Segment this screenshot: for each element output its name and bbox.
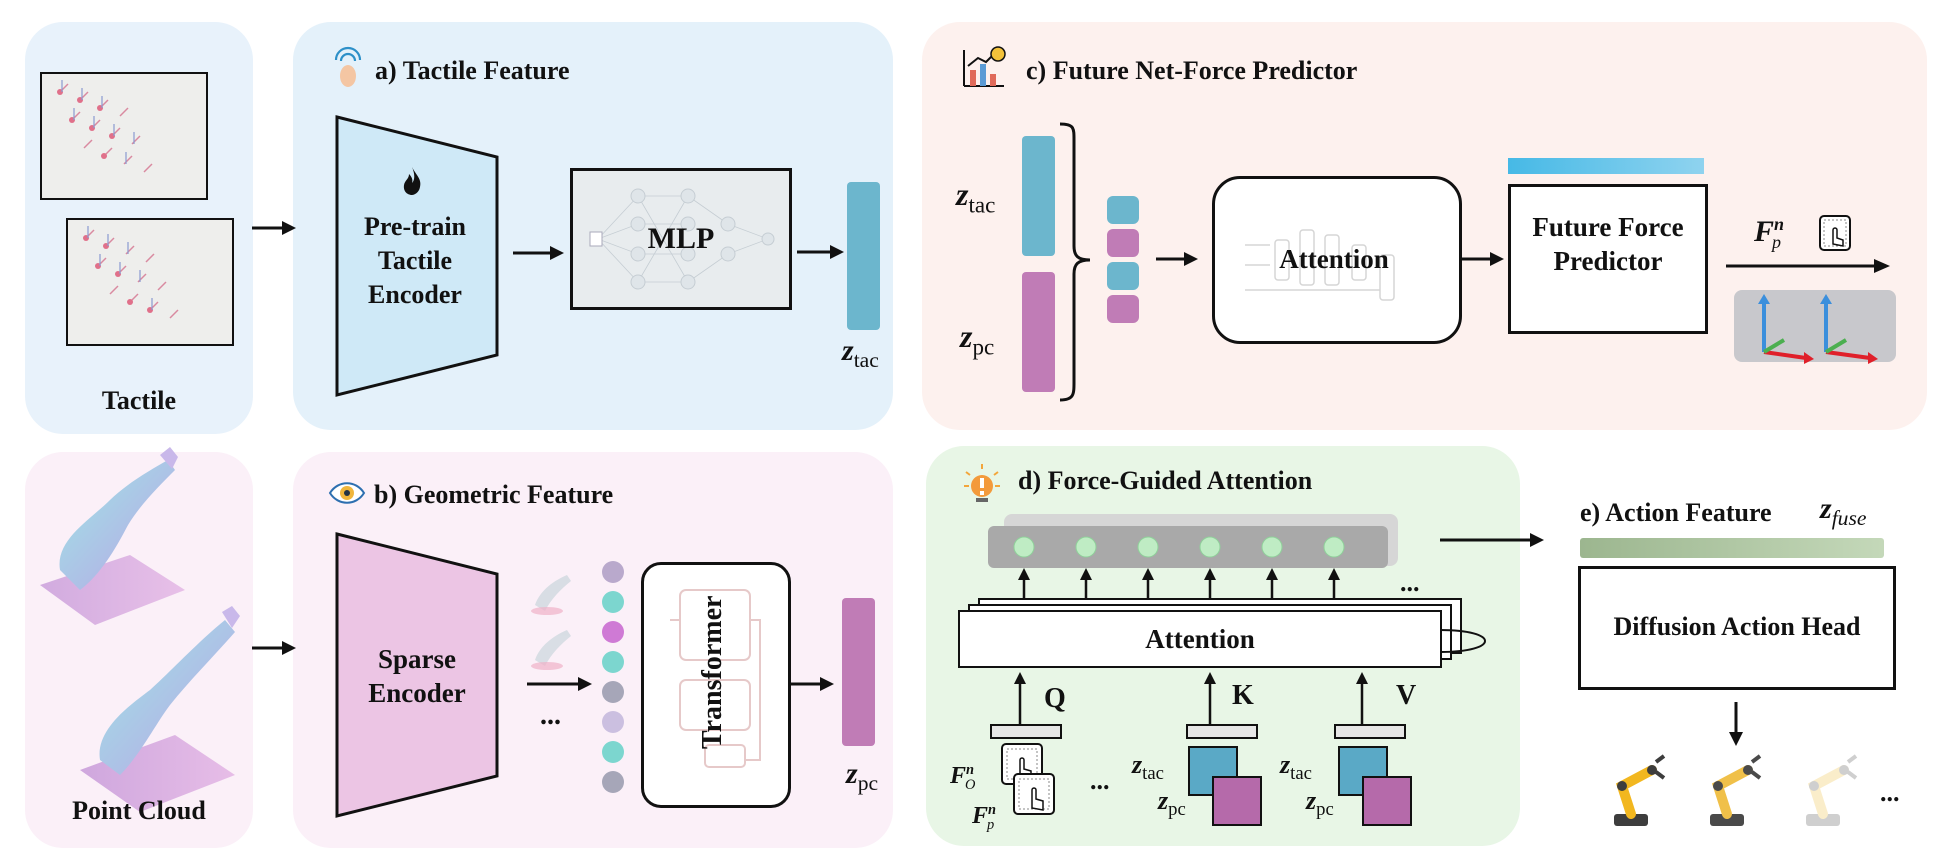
point-cloud-caption: Point Cloud: [72, 796, 206, 825]
attention-up-arrows: [1018, 568, 1340, 610]
q-projection-bar: [990, 724, 1062, 739]
chart-icon: [963, 46, 1006, 87]
token-tac-2: [1107, 262, 1139, 290]
q-label: Q: [1044, 683, 1066, 714]
diffusion-action-head-box: [1578, 566, 1896, 690]
z-pc-input-bar: [1022, 272, 1055, 392]
output-tokens: [1013, 536, 1345, 558]
tactile-finger-icon: [334, 46, 362, 87]
fon-label: FnO: [950, 762, 976, 793]
mlp-label: MLP: [647, 222, 715, 255]
touch-card-icon: [1819, 215, 1851, 251]
v-label: V: [1396, 680, 1417, 711]
d-attention-label: Attention: [1145, 624, 1255, 654]
future-force-title: c) Future Net-Force Predictor: [1026, 56, 1358, 85]
z-tac-feature-bar: [847, 182, 880, 330]
tactile-caption: Tactile: [101, 386, 177, 415]
point-cloud-images: [40, 447, 240, 812]
tactile-vector-field: [57, 80, 179, 319]
flame-icon: [403, 167, 421, 195]
sparse-encoder-trapezoid: [335, 532, 499, 818]
future-force-predictor-box: [1508, 184, 1708, 334]
concat-brace: [1059, 122, 1091, 402]
tactile-encoder-label: Pre-train Tactile Encoder: [363, 212, 467, 309]
geometric-ellipsis: ...: [540, 700, 561, 731]
v-z-pc-label: zpc: [1306, 786, 1334, 821]
z-tac-label: ztac: [842, 334, 879, 372]
head-to-robot-arrow: [1729, 702, 1743, 746]
q-inputs-ellipsis: ...: [1090, 766, 1110, 795]
token-sequence: [602, 561, 624, 793]
c-attention-label: Attention: [1279, 244, 1389, 274]
c-z-tac-label: ztac: [956, 176, 996, 218]
k-z-pc-square: [1212, 776, 1262, 826]
tactile-encoder-trapezoid: [335, 115, 499, 397]
tactile-feature-title: a) Tactile Feature: [375, 56, 570, 85]
fpn-q-label: Fnp: [972, 802, 997, 833]
z-fuse-feature-bar: [1580, 538, 1884, 558]
predictor-top-bar: [1508, 158, 1704, 174]
z-tac-input-bar: [1022, 136, 1055, 256]
mlp-box: [570, 168, 792, 310]
attention-schematic: [1245, 229, 1395, 301]
k-z-pc-label: zpc: [1158, 786, 1186, 821]
token-pc-1: [1107, 229, 1139, 257]
robot-arm-icon: [1614, 754, 1858, 826]
v-projection-bar: [1334, 724, 1406, 739]
mlp-network-graphic: [589, 188, 775, 290]
k-z-tac-label: ztac: [1132, 750, 1164, 785]
force-vectors: [1758, 294, 1878, 364]
eye-icon: [328, 482, 366, 504]
touch-card-icon-fp: [1013, 773, 1055, 815]
future-force-predictor-label: Future Force Predictor: [1532, 212, 1684, 276]
diffusion-action-head-label: Diffusion Action Head: [1613, 612, 1861, 641]
point-cloud-thumbnails: [531, 575, 571, 670]
attention-loop-arrow: [1439, 629, 1486, 653]
action-feature-title: e) Action Feature: [1580, 498, 1772, 527]
z-pc-label: zpc: [846, 757, 879, 795]
qkv-arrows: [1014, 672, 1368, 726]
c-attention-box: [1212, 176, 1462, 344]
robot-ellipsis: ...: [1880, 778, 1900, 807]
token-tac-1: [1107, 196, 1139, 224]
tactile-image-1: [40, 72, 208, 200]
bulb-icon: [964, 464, 1000, 502]
z-fuse-label: zfuse: [1820, 492, 1867, 530]
attention-to-action-arrow: [1440, 533, 1544, 547]
v-z-pc-square: [1362, 776, 1412, 826]
d-attention-box: [958, 610, 1442, 668]
tactile-image-2: [66, 218, 234, 346]
output-token-bar: [988, 526, 1388, 568]
z-pc-feature-bar: [842, 598, 875, 746]
transformer-schematic: [670, 589, 761, 768]
force-attention-title: d) Force-Guided Attention: [1018, 466, 1313, 495]
token-pc-2: [1107, 295, 1139, 323]
k-label: K: [1232, 680, 1254, 711]
attention-ellipsis: ...: [1400, 568, 1420, 597]
c-z-pc-label: zpc: [960, 318, 995, 360]
geometric-feature-title: b) Geometric Feature: [374, 480, 614, 509]
v-z-tac-label: ztac: [1280, 750, 1312, 785]
sparse-encoder-label: Sparse Encoder: [368, 644, 466, 708]
fpn-label: Fnp: [1754, 214, 1785, 252]
k-projection-bar: [1186, 724, 1258, 739]
